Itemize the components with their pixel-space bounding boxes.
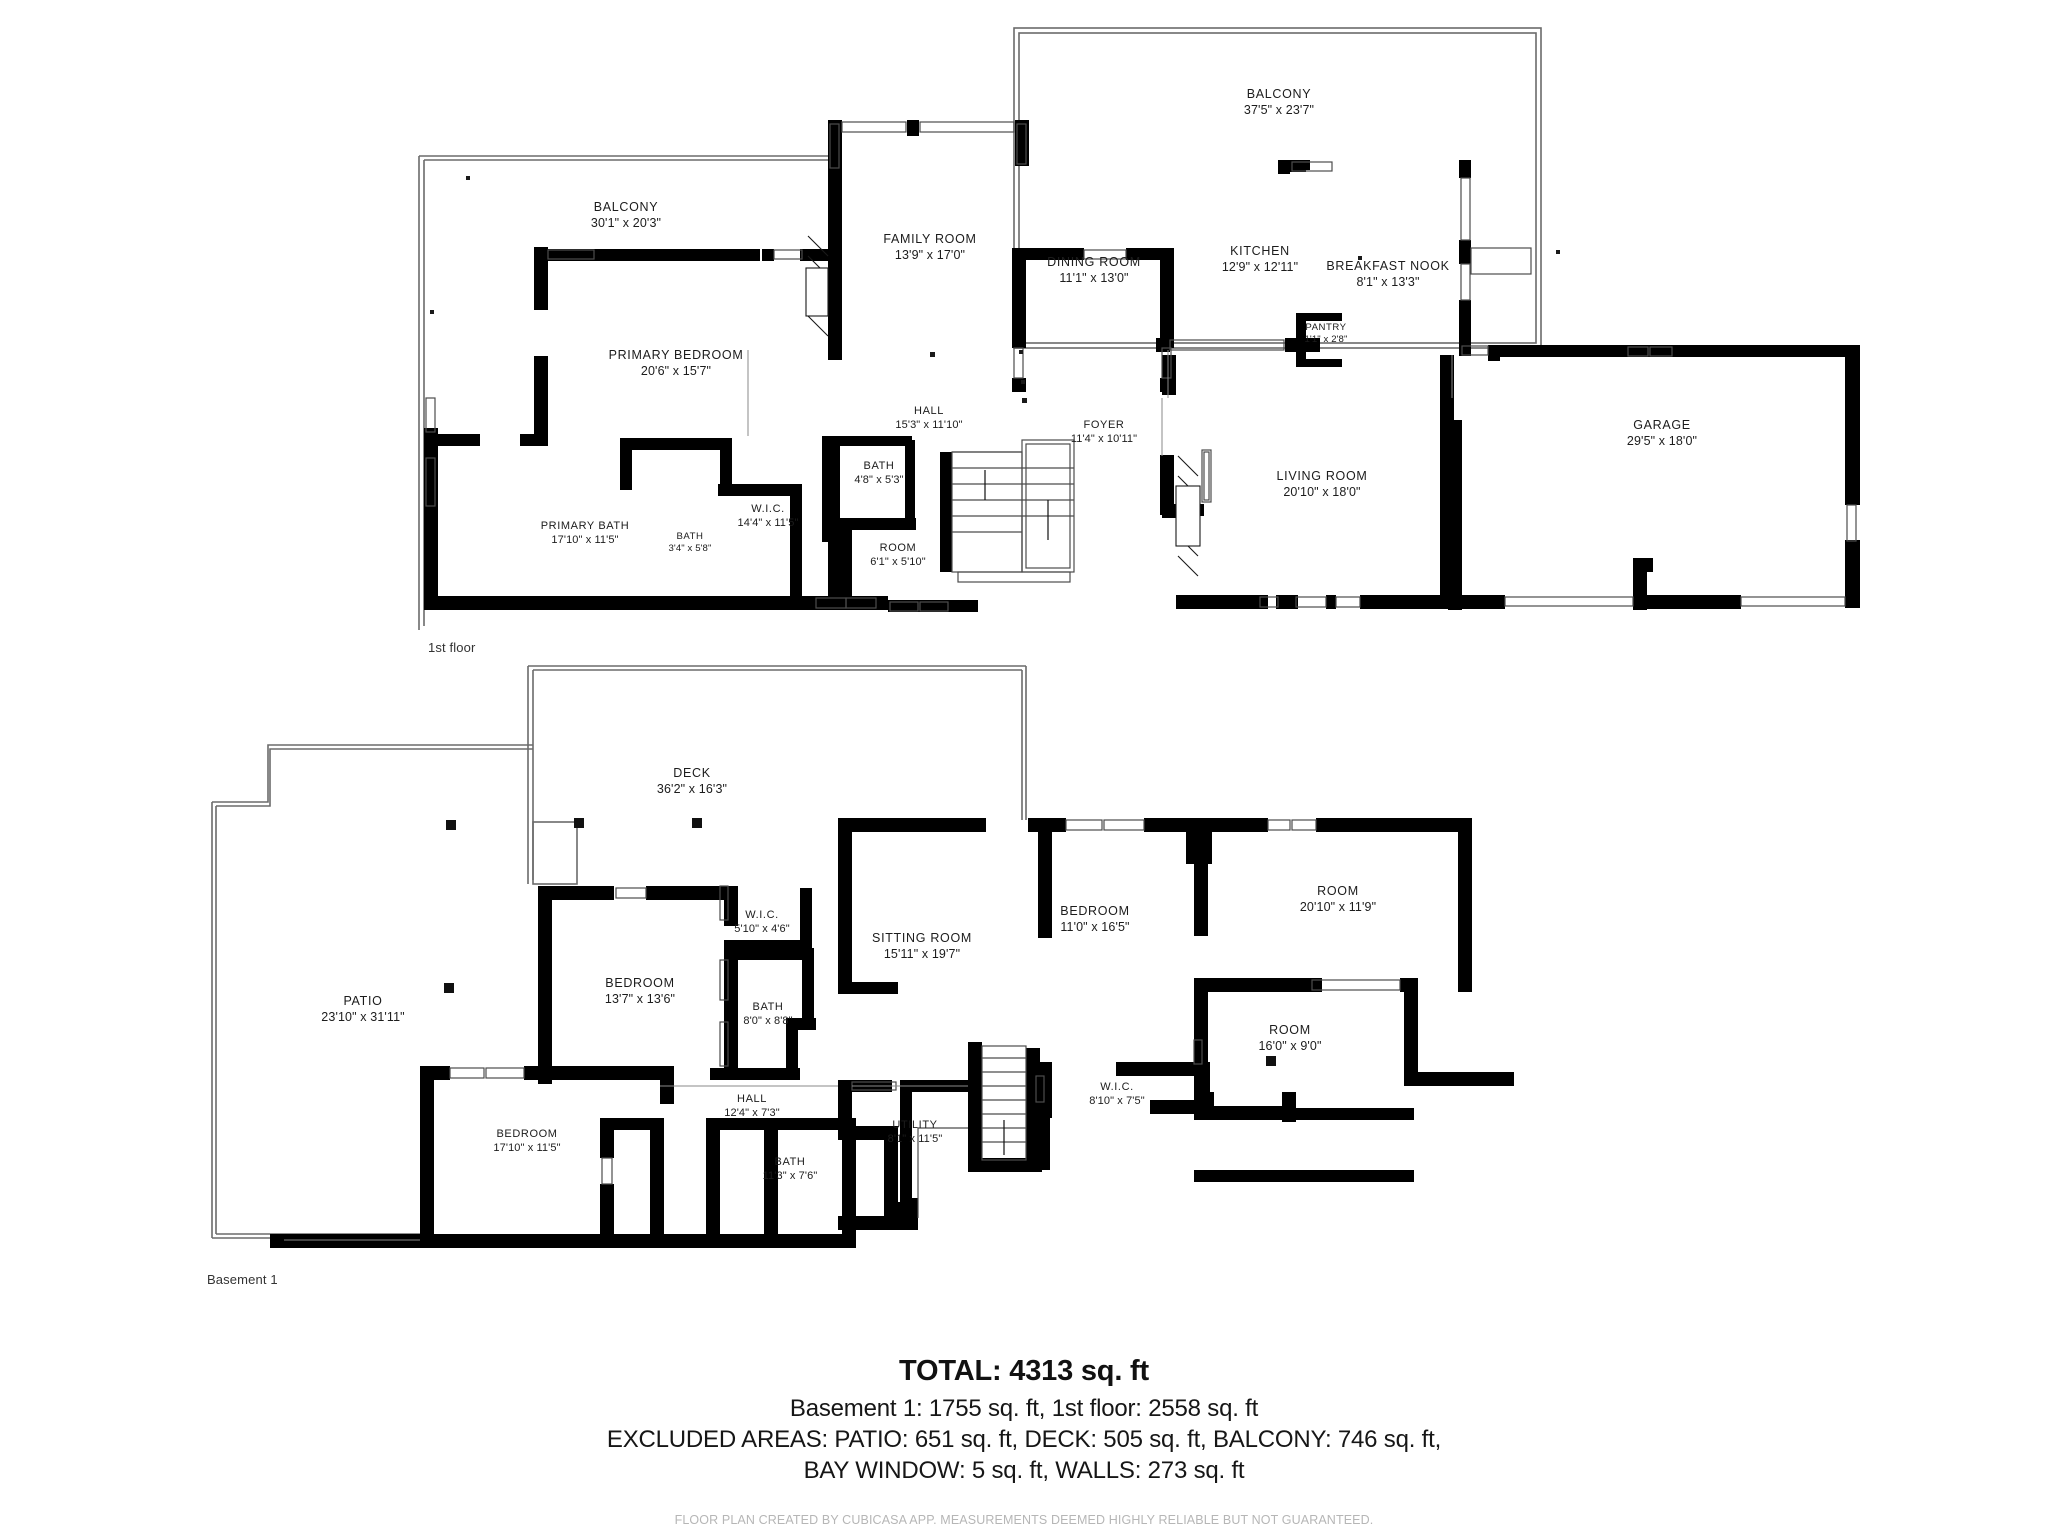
first-floor-thin-lines: [425, 121, 1857, 612]
balcony-upper-left-outline: [418, 155, 838, 630]
floor-caption-first: 1st floor: [428, 640, 476, 655]
excluded-areas-line1: EXCLUDED AREAS: PATIO: 651 sq. ft, DECK:…: [606, 1426, 1442, 1454]
total-area: TOTAL: 4313 sq. ft: [899, 1355, 1149, 1387]
first-floor-group: [418, 27, 1860, 630]
deck-posts: [444, 818, 1276, 1066]
basement-floor-group: [211, 665, 1514, 1248]
first-floor-stairs: [951, 439, 1075, 583]
basement-thin-lines: [449, 819, 1401, 1185]
excluded-areas-line2: BAY WINDOW: 5 sq. ft, WALLS: 273 sq. ft: [803, 1457, 1245, 1485]
first-floor-partitions: [747, 350, 1453, 456]
balcony-upper-right-outline: [1013, 27, 1542, 349]
floor-caption-basement: Basement 1: [207, 1272, 278, 1287]
dimension-ticks: [430, 176, 1560, 403]
basement-partitions: [284, 1085, 968, 1241]
disclaimer: FLOOR PLAN CREATED BY CUBICASA APP. MEAS…: [674, 1512, 1374, 1527]
floor-areas: Basement 1: 1755 sq. ft, 1st floor: 2558…: [789, 1395, 1259, 1422]
first-floor-hatching: [805, 235, 1201, 577]
first-floor-walls: [424, 120, 1860, 612]
area-summary: TOTAL: 4313 sq. ft Basement 1: 1755 sq. …: [0, 1355, 2048, 1527]
basement-walls: [270, 818, 1514, 1248]
patio-outline: [211, 744, 533, 1239]
deck-outline: [527, 665, 1027, 885]
basement-stairs: [917, 1045, 1027, 1218]
